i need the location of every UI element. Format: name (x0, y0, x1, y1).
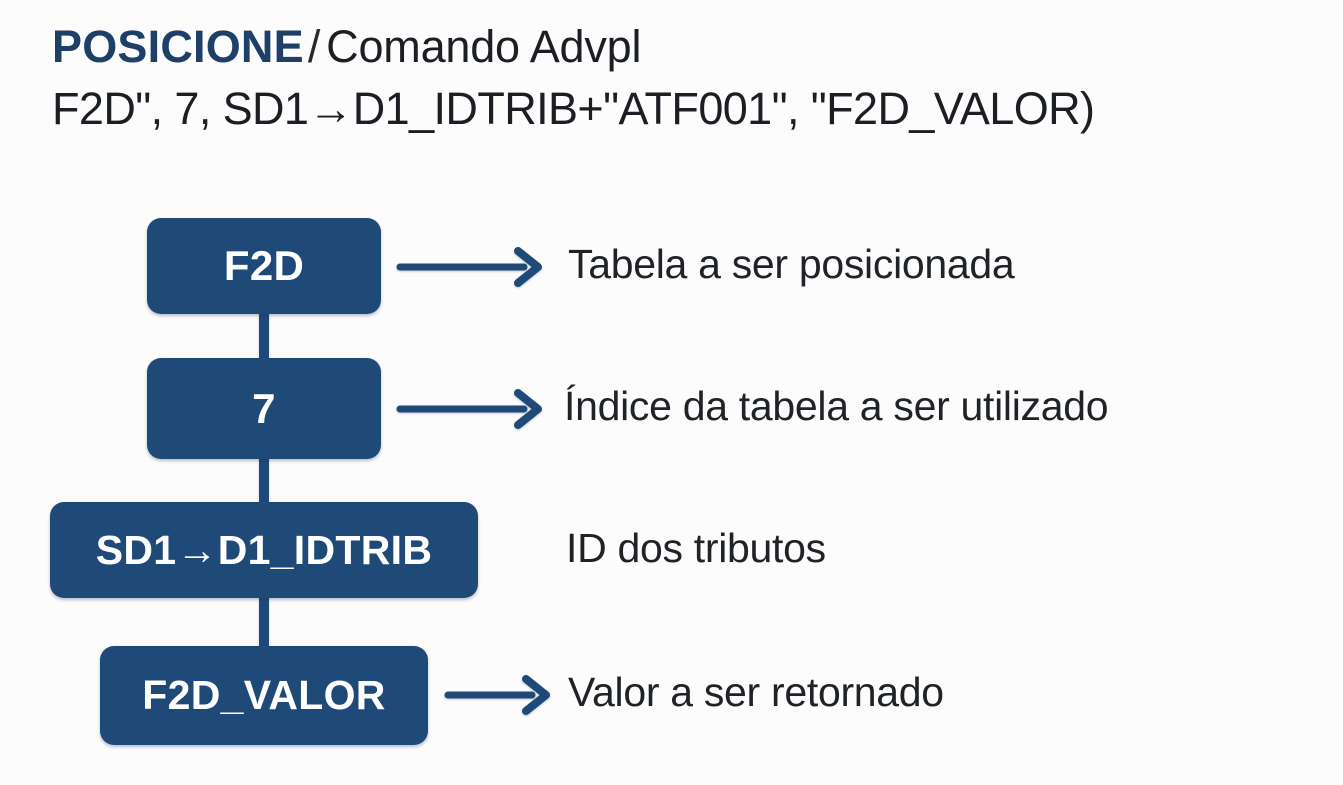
command-signature: F2D", 7, SD1→D1_IDTRIB+"ATF001", "F2D_VA… (52, 83, 1095, 134)
title-subtitle: Comando Advpl (326, 21, 642, 72)
param-description: Valor a ser retornado (568, 669, 944, 715)
page-title: POSICIONE/Comando Advpl (52, 18, 1312, 76)
param-node-valor[interactable]: F2D_VALOR (100, 646, 428, 745)
param-description: ID dos tributos (566, 525, 826, 571)
connector-line (259, 310, 269, 362)
param-node-label: 7 (252, 384, 276, 432)
param-description: Tabela a ser posicionada (568, 241, 1015, 287)
param-node-label: SD1→D1_IDTRIB (95, 526, 433, 573)
param-node-label: F2D (223, 242, 305, 289)
connector-line (259, 455, 269, 506)
arrow-right-icon (396, 247, 542, 287)
param-node-index[interactable]: 7 (147, 358, 381, 459)
arrow-right-icon (396, 389, 542, 429)
param-description: Índice da tabela a ser utilizado (564, 383, 1109, 429)
connector-line (259, 594, 269, 650)
arrow-right-icon (444, 675, 550, 715)
param-node-f2d[interactable]: F2D (147, 218, 381, 314)
heading-block: POSICIONE/Comando Advpl F2D", 7, SD1→D1_… (52, 18, 1312, 138)
param-node-idtrib[interactable]: SD1→D1_IDTRIB (50, 502, 478, 598)
param-node-label: F2D_VALOR (142, 672, 386, 718)
title-keyword: POSICIONE (52, 21, 304, 72)
title-separator: / (307, 21, 321, 72)
